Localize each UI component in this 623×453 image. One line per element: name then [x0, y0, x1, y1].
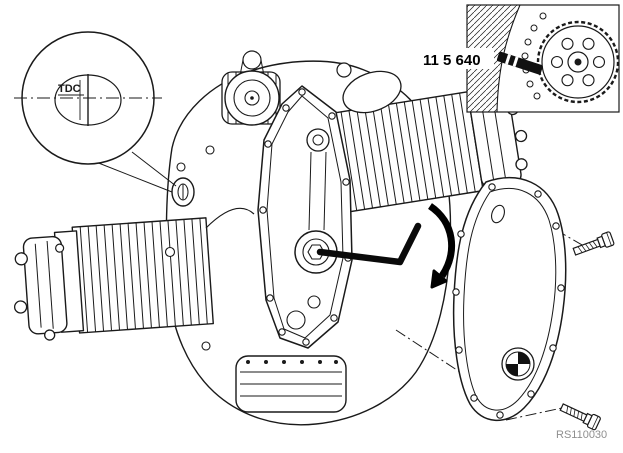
timing-cover-removed	[452, 177, 567, 422]
tdc-label: TDC	[58, 83, 81, 95]
tool-number-label: 11 5 640	[423, 52, 481, 69]
hex-key-tool	[316, 222, 422, 266]
case-bolts	[164, 145, 215, 351]
cover-bolt-holes	[452, 183, 565, 419]
intake-runner	[205, 207, 255, 229]
tool-detail-inset: 11 5 640	[420, 4, 620, 113]
tdc-magnifier-callout: TDC	[14, 31, 177, 193]
timing-sight-glass	[171, 162, 195, 207]
tool-number-backing	[420, 48, 494, 69]
bmw-roundel-icon	[501, 347, 535, 381]
mounting-bolt-bottom	[558, 400, 602, 431]
locking-pin-tool	[496, 51, 543, 75]
mounting-bolt-top	[571, 230, 615, 259]
reference-code: RS110030	[556, 429, 607, 441]
front-chain-cover	[257, 85, 353, 349]
timing-chain	[521, 12, 547, 100]
alternator	[221, 50, 281, 126]
rotation-arrow-icon	[427, 203, 456, 289]
left-cylinder	[13, 217, 214, 341]
camshaft-sprocket	[536, 20, 620, 104]
oil-filler-cap	[336, 62, 352, 78]
oil-sump	[235, 355, 347, 413]
starter-motor	[342, 70, 402, 114]
engine-assembly	[13, 50, 528, 426]
